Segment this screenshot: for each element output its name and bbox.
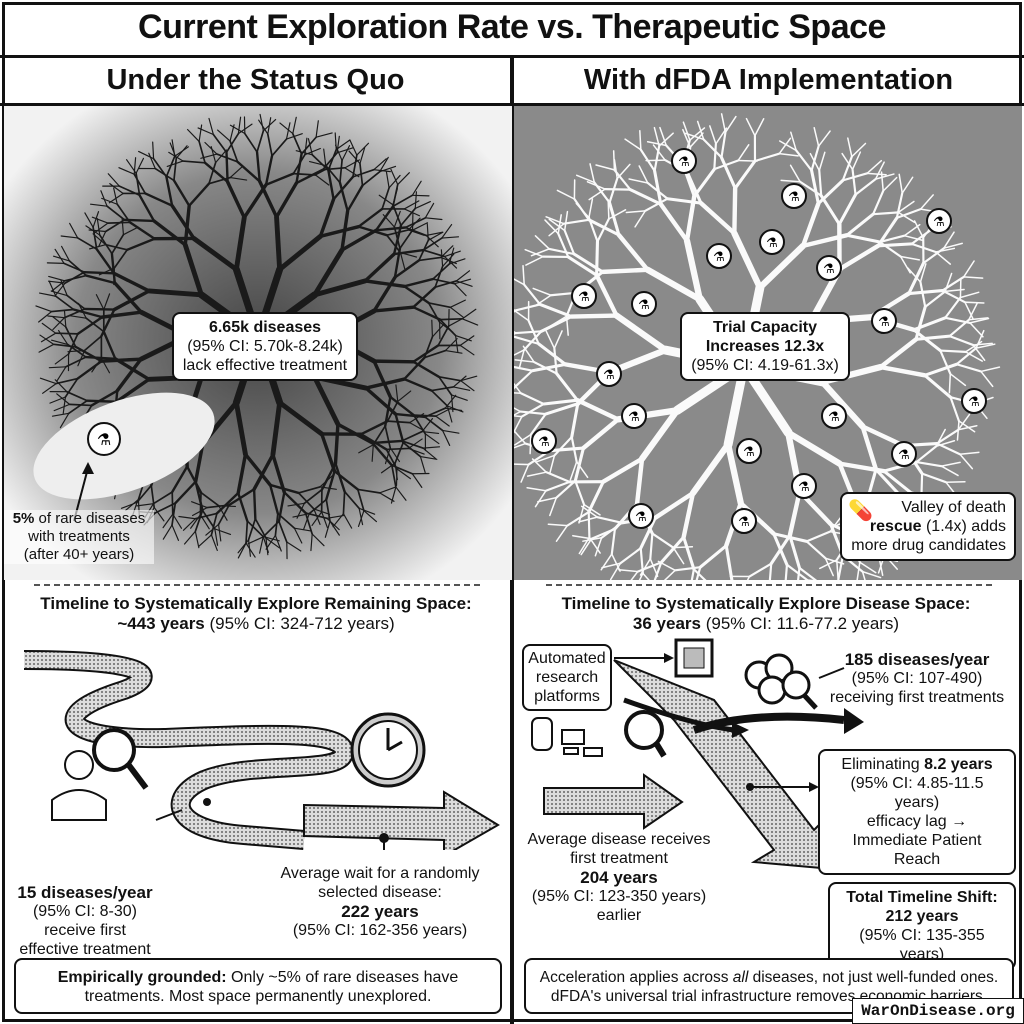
right-timeline-summary: Timeline to Systematically Explore Disea… <box>561 594 971 633</box>
diseases-lacking-treatment-box: 6.65k diseases (95% CI: 5.70k-8.24k) lac… <box>172 312 358 381</box>
database-server-icon <box>531 717 603 757</box>
flask-icon <box>621 403 647 429</box>
flask-glyph: ⚗ <box>828 409 840 424</box>
flask-icon <box>791 473 817 499</box>
flask-glyph: ⚗ <box>766 235 778 250</box>
flask-icon <box>736 438 762 464</box>
flask-icon <box>816 255 842 281</box>
flask-icon <box>759 229 785 255</box>
flask-glyph: ⚗ <box>578 289 590 304</box>
automated-platforms-box: Automated research platforms <box>522 644 612 711</box>
flask-icon <box>781 183 807 209</box>
left-footer-box: Empirically grounded: Only ~5% of rare d… <box>14 958 502 1014</box>
flask-icon <box>891 441 917 467</box>
flask-glyph: ⚗ <box>538 434 550 449</box>
rare-diseases-note: 5% of rare diseases with treatments (aft… <box>4 510 154 564</box>
flask-icon <box>706 243 732 269</box>
left-timeline-summary: Timeline to Systematically Explore Remai… <box>40 594 472 633</box>
magnifier-cluster-icon <box>744 653 818 710</box>
right-rate-text: 185 diseases/year (95% CI: 107-490) rece… <box>829 650 1005 706</box>
flask-glyph: ⚗ <box>788 189 800 204</box>
flask-glyph: ⚗ <box>878 314 890 329</box>
flask-glyph: ⚗ <box>743 444 755 459</box>
flask-glyph: ⚗ <box>603 367 615 382</box>
magnifier-icon <box>624 710 667 758</box>
flask-glyph: ⚗ <box>628 409 640 424</box>
flask-glyph: ⚗ <box>968 394 980 409</box>
flask-icon <box>596 361 622 387</box>
average-wait-text: Average wait for a randomly selected dis… <box>280 865 480 939</box>
flask-glyph: ⚗ <box>898 447 910 462</box>
flask-icon <box>871 308 897 334</box>
flask-glyph: ⚗ <box>798 479 810 494</box>
flask-glyph: ⚗ <box>678 154 690 169</box>
trial-capacity-box: Trial Capacity Increases 12.3x (95% CI: … <box>680 312 850 381</box>
flask-glyph: ⚗ <box>713 249 725 264</box>
researcher-magnifier-icon <box>51 728 149 821</box>
average-disease-text: Average disease receives first treatment… <box>527 831 711 924</box>
watermark: WarOnDisease.org <box>852 998 1024 1024</box>
flask-glyph: ⚗ <box>635 509 647 524</box>
flask-icon <box>926 208 952 234</box>
flask-icon <box>731 508 757 534</box>
page-title: Current Exploration Rate vs. Therapeutic… <box>0 0 1024 58</box>
flask-glyph: ⚗ <box>823 261 835 276</box>
accelerated-pathway-arrows <box>531 638 864 872</box>
flask-icon <box>961 388 987 414</box>
flask-icon <box>571 283 597 309</box>
flask-glyph: ⚗ <box>933 214 945 229</box>
clock-icon <box>350 712 426 788</box>
efficacy-lag-box: Eliminating 8.2 years (95% CI: 4.85-11.5… <box>818 749 1016 875</box>
svg-text:⚗: ⚗ <box>97 432 111 449</box>
valley-of-death-box: 💊 Valley of death rescue (1.4x) adds mor… <box>840 492 1016 561</box>
left-heading: Under the Status Quo <box>0 58 511 106</box>
pill-hand-icon: 💊 <box>848 500 873 522</box>
column-divider <box>510 58 514 1024</box>
right-section-divider <box>546 584 992 586</box>
flask-icon <box>531 428 557 454</box>
total-timeline-shift-box: Total Timeline Shift: 212 years (95% CI:… <box>828 882 1016 970</box>
flask-icon <box>628 503 654 529</box>
ai-chip-icon <box>674 638 714 678</box>
flask-icon <box>87 422 121 456</box>
flask-glyph: ⚗ <box>738 514 750 529</box>
winding-road-timeline <box>23 650 500 850</box>
left-section-divider <box>34 584 480 586</box>
flask-icon <box>821 403 847 429</box>
right-heading: With dFDA Implementation <box>513 58 1024 106</box>
flask-glyph: ⚗ <box>638 297 650 312</box>
flask-icon <box>671 148 697 174</box>
flask-icon <box>631 291 657 317</box>
left-rate-text: 15 diseases/year (95% CI: 8-30) receive … <box>17 883 153 958</box>
